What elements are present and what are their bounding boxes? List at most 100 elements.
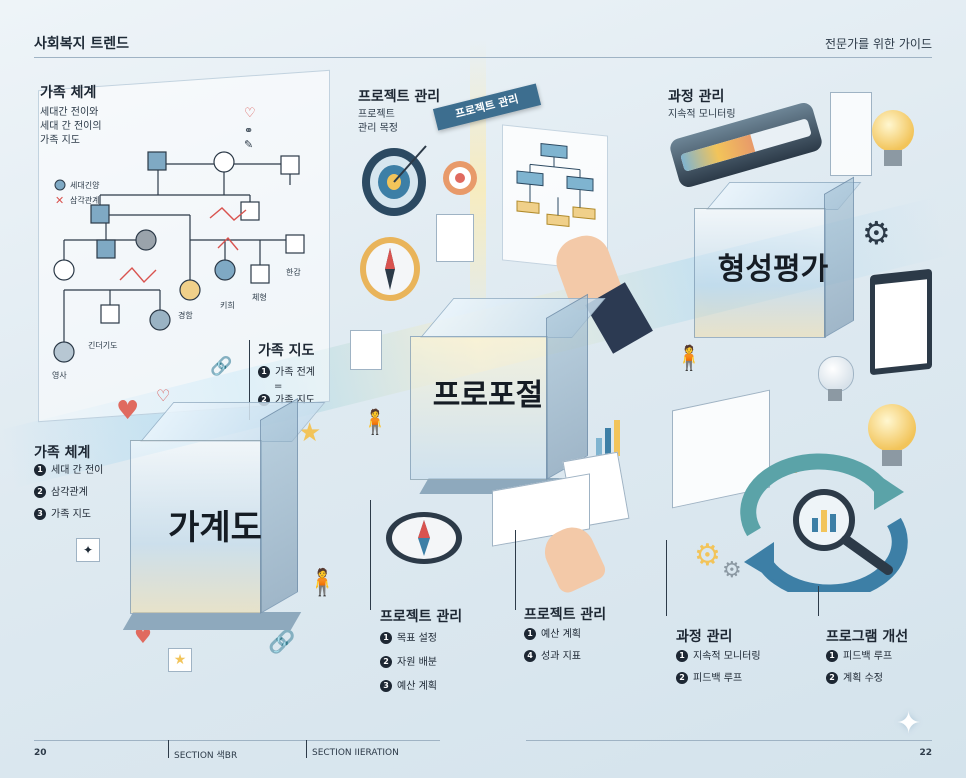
left-callout-num-1: 1 bbox=[258, 366, 270, 378]
person-icon-left: 🧍 bbox=[306, 568, 339, 598]
footer-rule-right bbox=[526, 740, 932, 741]
progress-gauge-fill bbox=[680, 134, 755, 172]
heart-icon: ♡ bbox=[244, 106, 256, 121]
header-title: 사회복지 트렌드 bbox=[34, 36, 130, 52]
message-icon: ✦ bbox=[76, 538, 100, 562]
right-list-2-item-1: 1 피드백 루프 bbox=[826, 648, 892, 666]
right-list-2-num-2: 2 bbox=[826, 672, 838, 684]
footer-rule-left bbox=[34, 740, 440, 741]
left-callout-item-1: 1 가족 전계 bbox=[258, 364, 315, 382]
lightbulb-icon-3 bbox=[868, 404, 916, 468]
svg-text:✕: ✕ bbox=[55, 194, 64, 207]
right-list-1-title: 과정 관리 bbox=[676, 629, 733, 645]
person-icon-right: 🧍 bbox=[674, 344, 704, 372]
right-list-2-text-1: 피드백 루프 bbox=[843, 651, 893, 662]
mid-list-2-text-2: 성과 지표 bbox=[541, 651, 581, 662]
legend-label-2: 삼각관계 bbox=[70, 195, 99, 205]
left-callout-title: 가족 지도 bbox=[258, 343, 315, 359]
progress-gauge-track bbox=[680, 118, 812, 172]
target-icon bbox=[362, 145, 427, 216]
gears-icon: ⚙ bbox=[694, 538, 721, 573]
link-icon: ⚭ bbox=[244, 124, 254, 137]
right-list-2-text-2: 계획 수정 bbox=[843, 673, 883, 684]
right-list-1-line bbox=[666, 540, 667, 616]
right-list-1-text-1: 지속적 모니터링 bbox=[693, 651, 761, 662]
star-badge-icon: ★ bbox=[168, 648, 192, 672]
cube-mid-front bbox=[410, 336, 548, 480]
node-label-3: 경함 bbox=[178, 310, 193, 320]
project-top-title: 프로젝트 관리 bbox=[358, 89, 441, 105]
mid-list-2-text-1: 예산 계획 bbox=[541, 629, 581, 640]
genogram-line-3: 가족 지도 bbox=[40, 135, 80, 146]
cube-left-base bbox=[122, 612, 302, 630]
left-callout-text-1: 가족 전계 bbox=[275, 367, 315, 378]
magnifier-icon bbox=[793, 489, 893, 575]
left-list-num-2: 2 bbox=[34, 486, 46, 498]
footer-divider-1 bbox=[168, 740, 169, 758]
document-icon bbox=[350, 330, 382, 370]
cube-right-label: 형성평가 bbox=[717, 252, 829, 287]
left-list-num-1: 1 bbox=[34, 464, 46, 476]
mid-list-1-num-3: 3 bbox=[380, 680, 392, 692]
chain-icon-bottom: 🔗 bbox=[268, 630, 296, 655]
right-list-1-num-1: 1 bbox=[676, 650, 688, 662]
lightbulb-icon-2 bbox=[818, 356, 854, 406]
checklist-icon bbox=[436, 214, 474, 262]
cube-mid-label: 프로포절 bbox=[432, 378, 544, 413]
heart-icon-large: ♥ bbox=[116, 396, 140, 426]
footer-page-left: 20 bbox=[34, 748, 47, 758]
right-top-title: 과정 관리 bbox=[668, 89, 725, 105]
compass-icon bbox=[360, 237, 420, 301]
bar-chart-icon bbox=[594, 416, 630, 456]
project-banner-text: 프로젝트 관리 bbox=[453, 92, 520, 121]
left-list-text-2: 삼각관계 bbox=[51, 487, 88, 498]
footer-page-right: 22 bbox=[919, 748, 932, 758]
mid-list-1-line bbox=[370, 500, 371, 610]
node-label-1: 영사 bbox=[52, 370, 67, 380]
right-list-2-item-2: 2 계획 수정 bbox=[826, 670, 883, 688]
mid-list-1-num-1: 1 bbox=[380, 632, 392, 644]
node-label-2: 긴더기도 bbox=[88, 340, 117, 350]
right-list-2-line bbox=[818, 586, 819, 616]
legend-label-1: 세대긴양 bbox=[70, 180, 100, 190]
gear-icon: ⚙ bbox=[862, 214, 891, 252]
sparkle-icon: ✦ bbox=[896, 706, 922, 741]
project-top-line-1: 프로젝트 bbox=[358, 109, 395, 120]
node-label-6: 한감 bbox=[286, 267, 301, 277]
left-list-num-3: 3 bbox=[34, 508, 46, 520]
header-subtitle: 전문가를 위한 가이드 bbox=[825, 37, 932, 51]
mid-list-2-title: 프로젝트 관리 bbox=[524, 607, 607, 623]
left-callout-item-2: = bbox=[274, 381, 283, 392]
genogram-title: 가족 체계 bbox=[40, 85, 97, 101]
compass-icon-2 bbox=[386, 512, 462, 564]
flowchart-panel bbox=[502, 124, 608, 272]
gears-icon-small: ⚙ bbox=[722, 558, 742, 583]
cube-left-label: 가계도 bbox=[168, 508, 262, 548]
right-list-1-item-1: 1 지속적 모니터링 bbox=[676, 648, 761, 666]
mid-list-2-num-2: 4 bbox=[524, 650, 536, 662]
right-list-1-num-2: 2 bbox=[676, 672, 688, 684]
mid-list-2-num-1: 1 bbox=[524, 628, 536, 640]
genogram-line-2: 세대 간 전이의 bbox=[40, 121, 102, 132]
right-list-2-num-1: 1 bbox=[826, 650, 838, 662]
right-top-line-1: 지속적 모니터링 bbox=[668, 109, 736, 120]
right-list-2-title: 프로그램 개선 bbox=[826, 629, 909, 645]
person-icon-mid: 🧍 bbox=[360, 408, 390, 436]
left-list-text-3: 가족 지도 bbox=[51, 509, 91, 520]
mid-list-2-item-1: 1 예산 계획 bbox=[524, 626, 581, 644]
genogram-diagram: 세대긴양 ✕ 삼각관계 영사 긴더기도 경함 키희 체형 한감 bbox=[52, 151, 305, 380]
header-rule bbox=[34, 57, 932, 58]
heart-icon-small: ♡ bbox=[156, 386, 171, 405]
heart-icon-bottom: ♥ bbox=[134, 624, 152, 648]
footer-section-1: SECTION 색BR bbox=[174, 751, 238, 761]
mid-list-1-item-3: 3 예산 계획 bbox=[380, 678, 437, 696]
chart-card-icon bbox=[830, 92, 872, 176]
lightbulb-icon bbox=[872, 110, 914, 168]
left-list-item-3: 3 가족 지도 bbox=[34, 506, 91, 524]
mid-list-1-text-3: 예산 계획 bbox=[397, 681, 437, 692]
footer-divider-2 bbox=[306, 740, 307, 758]
mid-list-1-num-2: 2 bbox=[380, 656, 392, 668]
